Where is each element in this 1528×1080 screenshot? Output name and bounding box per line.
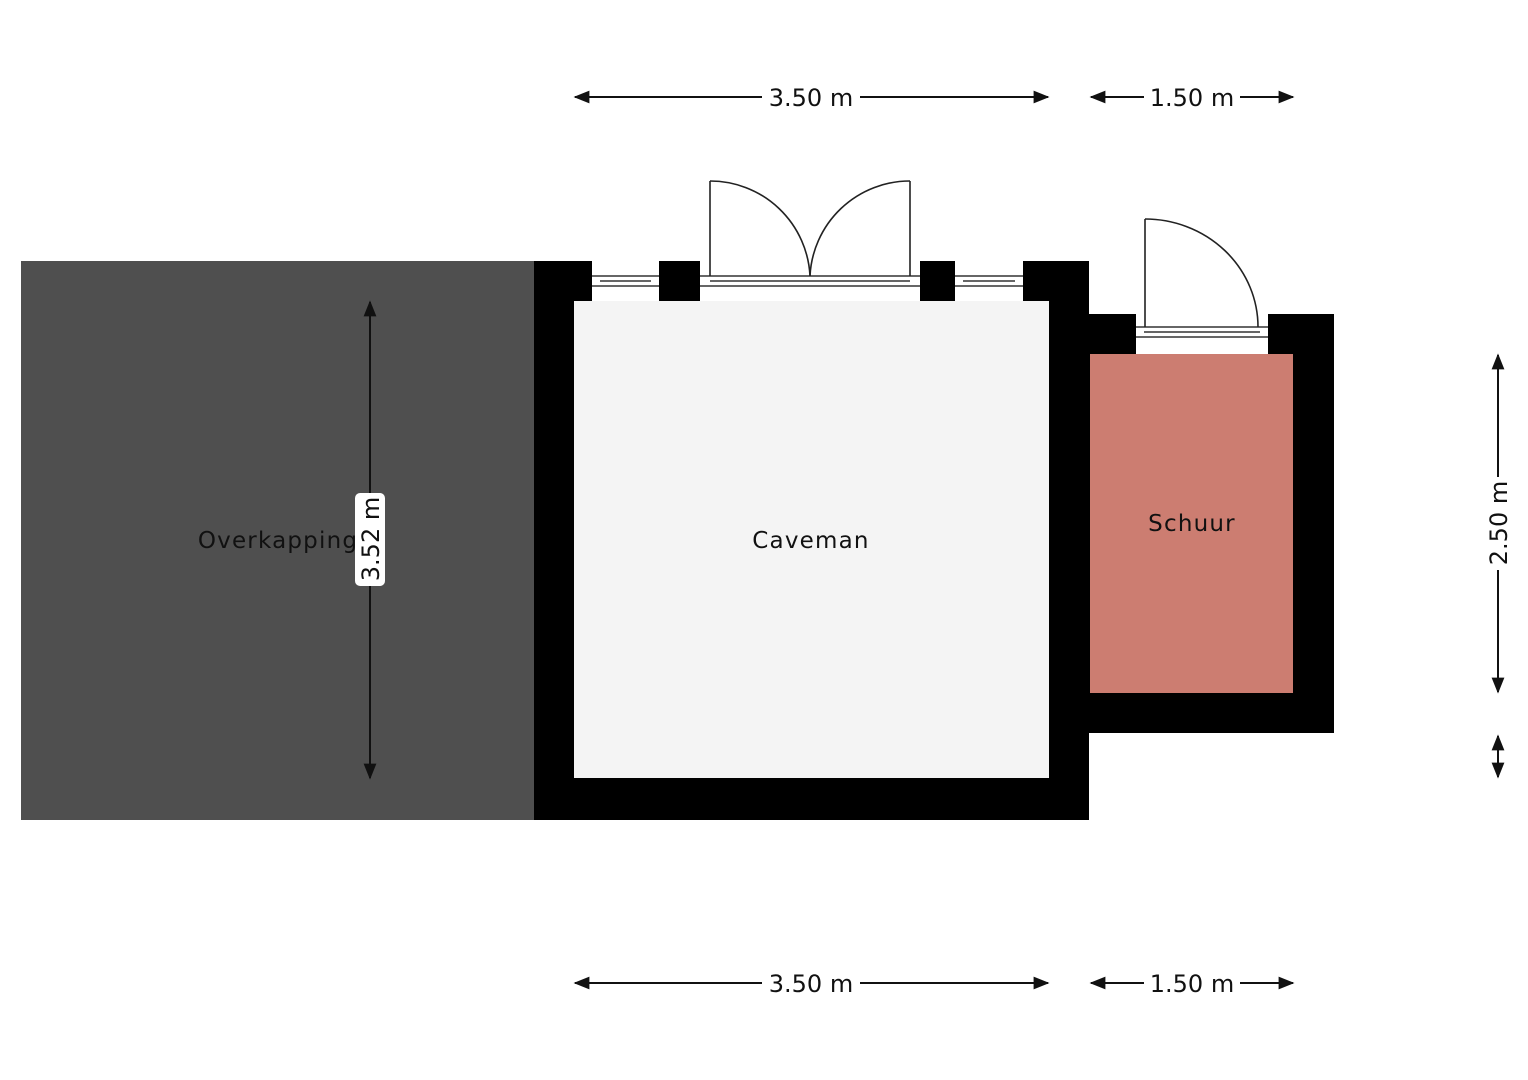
schuur-door: [1144, 218, 1259, 328]
caveman-window-left: [592, 261, 659, 301]
dimension-label: 3.50 m: [769, 970, 853, 998]
dimension-top-caveman: 3.50 m: [573, 84, 1050, 112]
schuur-door-opening: [1136, 314, 1268, 354]
caveman-double-door: [709, 180, 911, 277]
dimension-bottom-caveman: 3.50 m: [573, 970, 1050, 998]
caveman-door-opening: [700, 261, 920, 301]
dimension-vertical-right: 2.50 m: [1485, 353, 1513, 694]
room-label-overkapping: Overkapping: [198, 528, 358, 554]
dimension-label: 2.50 m: [1485, 481, 1513, 565]
dimension-label: 3.52 m: [357, 497, 385, 581]
overkapping-area: [21, 261, 535, 820]
schuur-floor: [1090, 354, 1293, 693]
dimension-label: 1.50 m: [1150, 84, 1234, 112]
dimension-label: 3.50 m: [769, 84, 853, 112]
room-label-schuur: Schuur: [1148, 511, 1236, 537]
room-label-caveman: Caveman: [752, 528, 869, 554]
dimension-vertical-overkapping: 3.52 m: [355, 300, 385, 780]
dimension-bottom-schuur: 1.50 m: [1089, 970, 1295, 998]
caveman-floor: [574, 301, 1049, 778]
dimension-top-schuur: 1.50 m: [1089, 84, 1295, 112]
caveman-window-right: [955, 261, 1023, 301]
dimension-label: 1.50 m: [1150, 970, 1234, 998]
